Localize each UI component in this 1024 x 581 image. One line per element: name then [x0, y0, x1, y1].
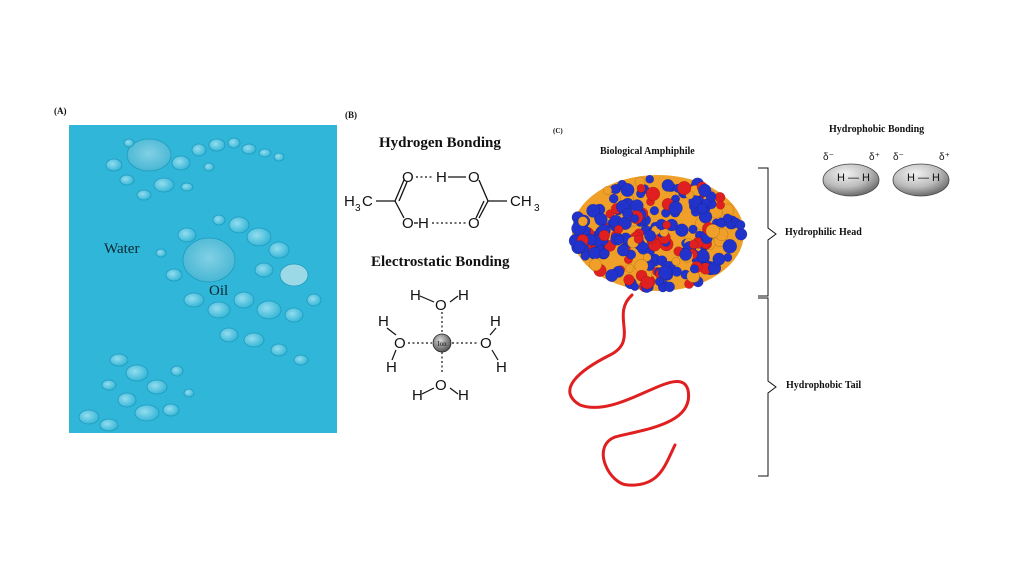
- electrostatic-bonding-title: Electrostatic Bonding: [371, 254, 510, 270]
- delta-minus-right: δ⁻: [893, 152, 904, 163]
- h2-ellipse-left: [822, 163, 880, 197]
- svg-text:O: O: [435, 377, 447, 394]
- svg-text:H: H: [490, 313, 501, 330]
- hydrophobic-tail-line: [568, 293, 690, 487]
- oil-label: Oil: [209, 283, 229, 299]
- svg-text:CH: CH: [510, 193, 532, 210]
- svg-text:O: O: [468, 215, 480, 232]
- svg-text:O: O: [394, 335, 406, 352]
- h2-bond-text-left: H — H: [837, 172, 870, 184]
- svg-text:H: H: [418, 215, 429, 232]
- water-label: Water: [104, 241, 140, 257]
- head-tail-brackets: [758, 167, 777, 477]
- svg-text:C: C: [362, 193, 373, 210]
- svg-text:O: O: [402, 169, 414, 186]
- svg-text:H: H: [378, 313, 389, 330]
- acetic-acid-dimer-diagram: H 3 C O H O O H O CH 3: [344, 169, 540, 232]
- panel-b-label: (B): [345, 110, 357, 120]
- svg-text:H: H: [436, 169, 447, 186]
- svg-text:H: H: [386, 359, 397, 376]
- ion-label: Ion: [437, 340, 447, 348]
- biological-amphiphile-title: Biological Amphiphile: [600, 146, 695, 157]
- delta-plus-left: δ⁺: [869, 152, 880, 163]
- svg-text:H: H: [458, 287, 469, 304]
- svg-text:H: H: [412, 387, 423, 404]
- delta-plus-right: δ⁺: [939, 152, 950, 163]
- hydrogen-bonding-title: Hydrogen Bonding: [379, 135, 501, 151]
- ion-hydration-diagram: Ion HOH HOH HOH HOH: [378, 287, 507, 404]
- oil-water-photo: Water Oil: [69, 125, 337, 433]
- hydrophobic-tail-label: Hydrophobic Tail: [786, 380, 862, 391]
- hydrophobic-bonding-title: Hydrophobic Bonding: [829, 124, 925, 135]
- panel-c-label: (C): [553, 127, 563, 135]
- svg-text:O: O: [435, 297, 447, 314]
- svg-text:H: H: [458, 387, 469, 404]
- svg-text:3: 3: [355, 203, 361, 214]
- h2-molecule-right: δ⁻ δ⁺ H — H: [891, 152, 951, 198]
- oil-droplets-illustration: [69, 125, 337, 433]
- hydrophilic-head-label: Hydrophilic Head: [785, 227, 862, 238]
- svg-text:H: H: [496, 359, 507, 376]
- svg-text:O: O: [480, 335, 492, 352]
- svg-text:O: O: [402, 215, 414, 232]
- hydrophilic-head-blob: [568, 174, 748, 293]
- svg-text:O: O: [468, 169, 480, 186]
- svg-text:3: 3: [534, 203, 540, 214]
- delta-minus-left: δ⁻: [823, 152, 834, 163]
- h2-bond-text-right: H — H: [907, 172, 940, 184]
- h2-ellipse-right: [892, 163, 950, 197]
- svg-text:H: H: [344, 193, 355, 210]
- svg-text:H: H: [410, 287, 421, 304]
- h2-molecule-left: δ⁻ δ⁺ H — H: [821, 152, 881, 198]
- amphiphile-molecule: [568, 174, 748, 487]
- panel-a-label: (A): [54, 106, 67, 116]
